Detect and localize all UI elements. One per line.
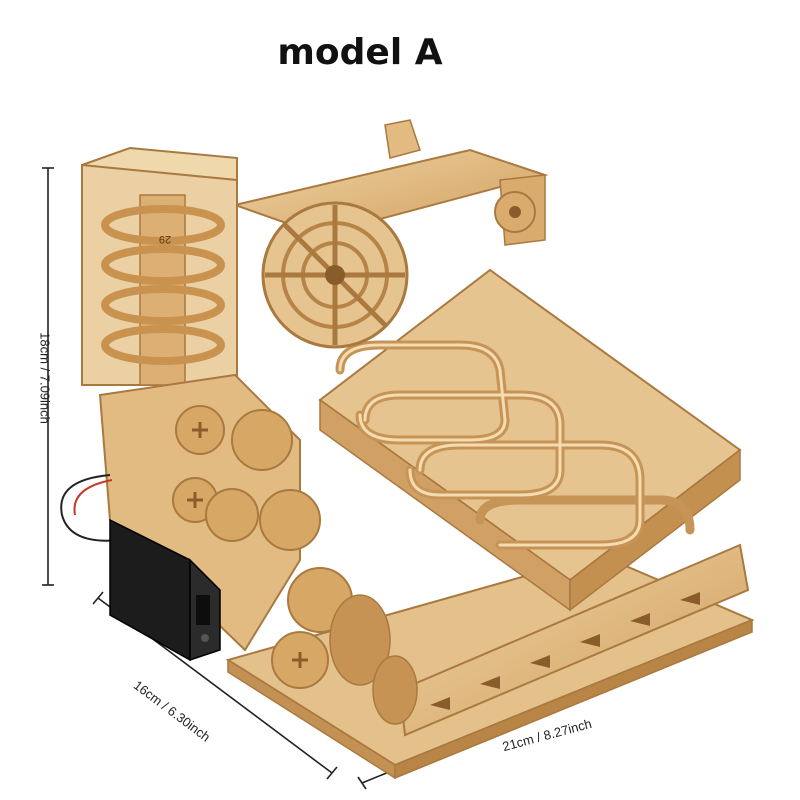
product-title: model A <box>277 32 443 73</box>
large-wheel <box>261 201 409 349</box>
battery-wire <box>60 474 121 542</box>
height-dimension-label: 18cm / 7.09inch <box>37 332 53 424</box>
battery-box <box>109 518 221 662</box>
gear-column <box>98 373 418 725</box>
serpentine-track-edges <box>338 343 642 547</box>
front-rail <box>398 543 750 737</box>
tower-number: 29 <box>159 233 171 245</box>
spiral-tower <box>81 146 238 386</box>
